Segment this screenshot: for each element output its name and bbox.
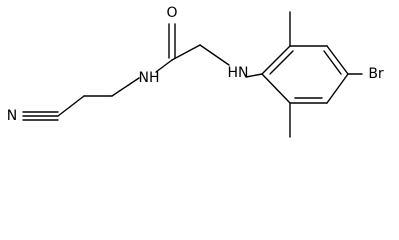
bond-ch2-hn	[199, 44, 230, 66]
atom-label-amine-hn: HN	[228, 65, 249, 81]
nitrile-triple-bond	[22, 111, 59, 121]
atom-label-amide-nh: NH	[139, 70, 160, 86]
bond-hn-ring	[245, 73, 263, 78]
atom-label-nitrile-n: N	[7, 108, 17, 124]
atom-label-carbonyl-o: O	[166, 5, 177, 21]
molecule-structure-diagram: N O NH HN Br	[7, 5, 384, 138]
bond-ch2-nh	[111, 77, 140, 97]
bond-nh-carbonyl	[155, 59, 173, 73]
bond-carbonyl-ch2	[171, 44, 201, 61]
bond-cn-ch2	[57, 95, 85, 117]
carbonyl-double-bond	[168, 23, 176, 59]
benzene-ring	[261, 45, 349, 104]
atom-label-bromine: Br	[368, 66, 384, 82]
